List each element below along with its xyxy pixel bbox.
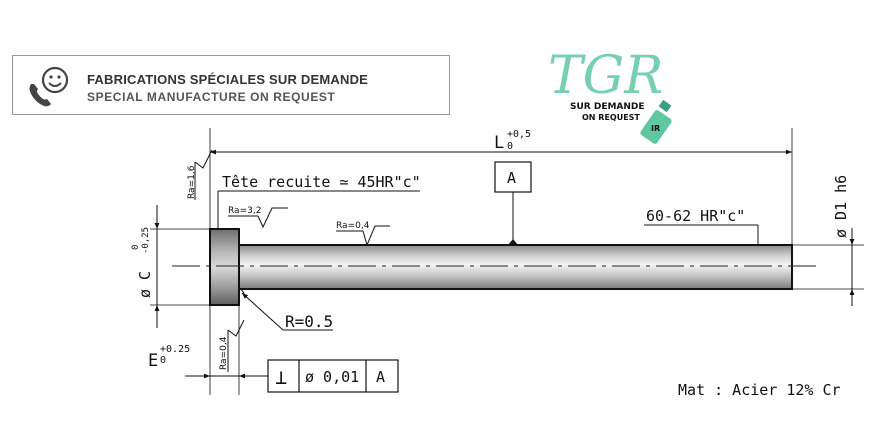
length-lower-tol: 0 (507, 141, 513, 152)
logo-line1: SUR DEMANDE (570, 102, 645, 112)
datum-box (494, 161, 532, 193)
c-lower-tol: -0,25 (141, 227, 151, 254)
radius-label: R=0.5 (285, 312, 333, 331)
ra-top-label: Ra=1,6 (187, 165, 197, 199)
e-upper-tol: +0.25 (160, 344, 190, 355)
roughness-symbol-shaft: Ra=0,4 (336, 221, 390, 247)
length-upper-tol: +0,5 (507, 129, 531, 140)
ra-head-label: Ra=3,2 (228, 206, 261, 216)
c-label: ø C (136, 271, 154, 298)
roughness-symbol-face: Ra=0,4 (219, 319, 245, 372)
tgr-logo: TGR SUR DEMANDE ON REQUEST IR (548, 46, 672, 144)
material-note: Mat : Acier 12% Cr (678, 381, 841, 399)
datum-label: A (507, 169, 516, 187)
special-manufacture-banner: FABRICATIONS SPÉCIALES SUR DEMANDE SPECI… (12, 55, 450, 115)
logo-text: TGR (548, 46, 663, 106)
tolerance-datum: A (376, 368, 385, 386)
tolerance-frame: ⊥ ø 0,01 A (239, 359, 399, 393)
roughness-symbol-head: Ra=3,2 (228, 206, 288, 229)
length-symbol: L (494, 133, 504, 153)
logo-line2: ON REQUEST (582, 113, 640, 122)
perpendicularity-icon: ⊥ (275, 365, 287, 389)
d1-label: ø D1 h6 (832, 175, 850, 238)
c-upper-tol: 0 (131, 245, 141, 250)
banner-title-en: SPECIAL MANUFACTURE ON REQUEST (87, 90, 336, 104)
logo-badge: IR (651, 124, 660, 133)
punch-head (209, 228, 240, 306)
spray-can-icon (640, 99, 672, 144)
body-hardness-note: 60-62 HR"c" (646, 207, 745, 225)
ra-shaft-label: Ra=0,4 (336, 221, 370, 231)
radius-leader (241, 292, 284, 331)
ra-face-label: Ra=0,4 (219, 336, 229, 370)
head-hardness-note: Tête recuite ≃ 45HR"c" (222, 173, 421, 191)
e-lower-tol: 0 (160, 355, 166, 366)
punch-shaft (238, 244, 793, 290)
phone-smile-icon (25, 64, 71, 113)
roughness-symbol-top: Ra=1,6 (187, 149, 213, 200)
e-label: E (148, 351, 158, 371)
datum-triangle (508, 239, 518, 245)
banner-title-fr: FABRICATIONS SPÉCIALES SUR DEMANDE (87, 72, 369, 87)
tolerance-value: ø 0,01 (305, 368, 359, 386)
